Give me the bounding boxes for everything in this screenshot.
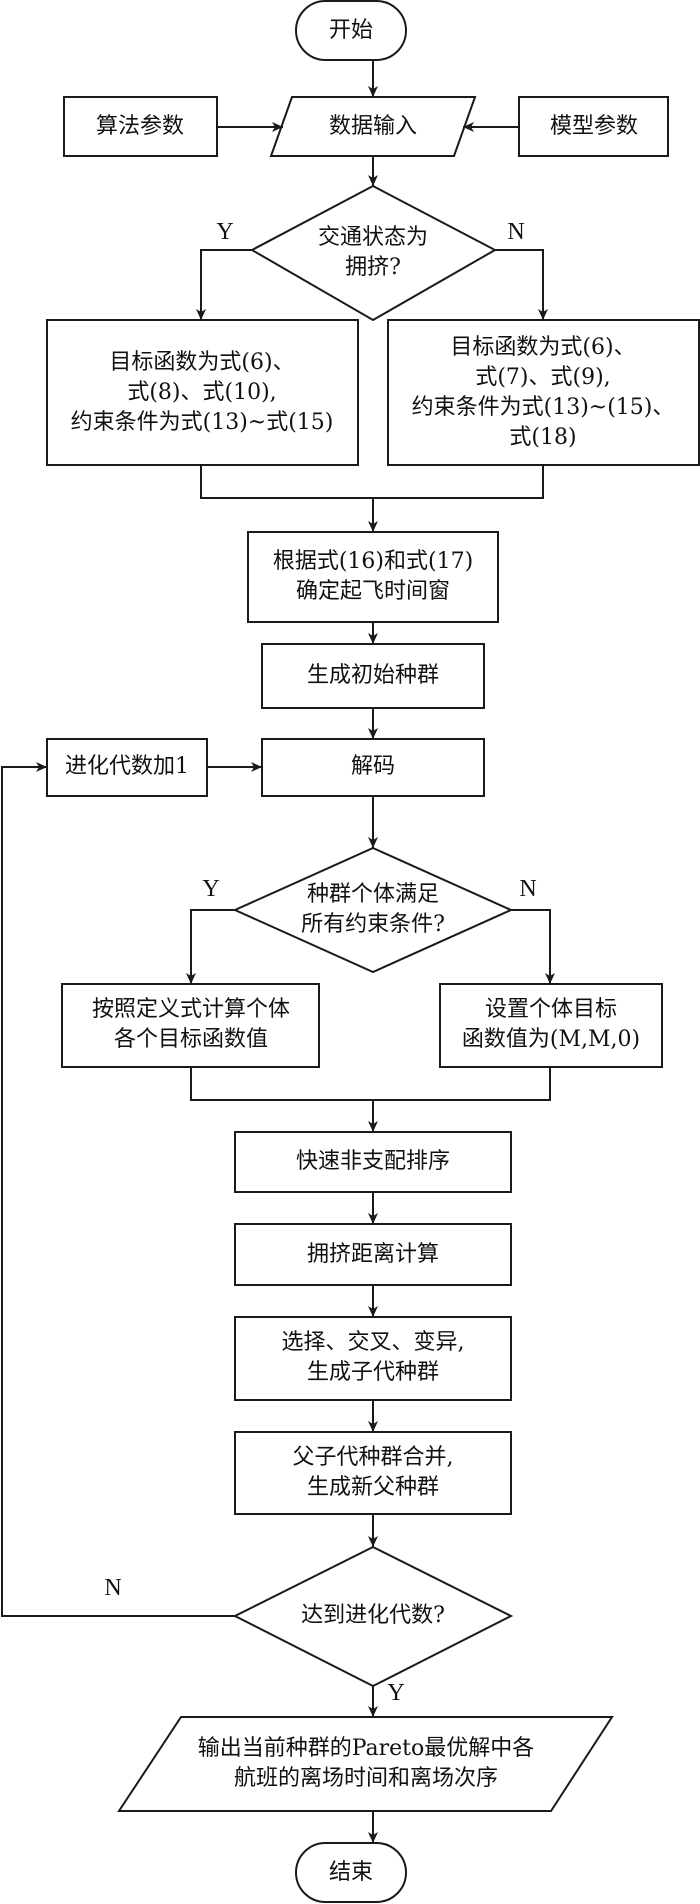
end-label: 结束 [328,1860,374,1885]
congested-line-2: 式(8)、式(10), [127,380,277,405]
nondominated-sort-label: 快速非支配排序 [295,1149,451,1174]
time-window-line-1: 根据式(16)和式(17) [272,549,474,574]
init-population-label: 生成初始种群 [306,663,440,688]
algorithm-params-box [63,96,218,157]
merge-line-2: 生成新父种群 [306,1475,439,1500]
traffic-yes-label: Y [216,219,234,245]
normal-line-1: 目标函数为式(6)、 [450,335,636,360]
constraints-yes-label: Y [202,876,220,902]
constraints-line-1: 种群个体满足 [306,882,440,907]
crowding-distance-box [234,1223,512,1286]
set-penalty-box [439,983,663,1068]
time-window-label: 根据式(16)和式(17) 确定起飞时间窗 [273,547,473,607]
compute-line-2: 各个目标函数值 [113,1027,269,1052]
compute-objectives-label: 按照定义式计算个体 各个目标函数值 [92,995,290,1055]
generations-decision-label: 达到进化代数? [301,1603,445,1628]
genetic-line-1: 选择、交叉、变异, [281,1330,465,1355]
merge-line-middle [190,1067,551,1101]
crowding-distance-label: 拥挤距离计算 [306,1242,440,1267]
arrow-yes-congested [196,249,252,320]
merge-line-1: 父子代种群合并, [292,1445,454,1470]
start-label: 开始 [328,18,374,43]
penalty-line-2: 函数值为(M,M,0) [461,1027,641,1052]
output-line-1: 输出当前种群的Pareto最优解中各 [197,1736,535,1761]
merge-line-top [200,465,544,499]
algorithm-params-label: 算法参数 [95,114,185,139]
start-terminal [295,0,407,61]
output-line-2: 航班的离场时间和离场次序 [233,1766,498,1791]
decode-label: 解码 [350,754,396,779]
output-parallelogram [117,1716,614,1812]
data-input-label: 数据输入 [328,114,418,139]
traffic-decision-line-2: 拥挤? [345,255,401,280]
set-penalty-label: 设置个体目标 函数值为(M,M,0) [462,995,640,1055]
generations-no-label: N [104,1575,122,1601]
penalty-line-1: 设置个体目标 [484,997,618,1022]
arrow-no-normal [495,249,548,320]
genetic-ops-label: 选择、交叉、变异, 生成子代种群 [282,1328,465,1388]
normal-line-2: 式(7)、式(9), [475,365,611,390]
genetic-ops-box [234,1316,512,1401]
congested-line-1: 目标函数为式(6)、 [109,350,295,375]
constraints-decision-diamond [232,846,514,974]
traffic-decision-label: 交通状态为 拥挤? [318,223,428,283]
traffic-no-label: N [507,219,525,245]
end-terminal [295,1842,407,1903]
constraints-line-2: 所有约束条件? [301,912,445,937]
time-window-line-2: 确定起飞时间窗 [295,579,451,604]
congested-branch-label: 目标函数为式(6)、 式(8)、式(10), 约束条件为式(13)~式(15) [71,348,334,438]
traffic-decision-line-1: 交通状态为 [317,225,429,250]
constraints-decision-label: 种群个体满足 所有约束条件? [301,880,445,940]
congested-branch-box [46,319,359,466]
generations-yes-label: Y [387,1680,405,1706]
compute-line-1: 按照定义式计算个体 [91,997,291,1022]
genetic-line-2: 生成子代种群 [306,1360,439,1385]
arrow-no-penalty [511,909,555,984]
output-label: 输出当前种群的Pareto最优解中各 航班的离场时间和离场次序 [198,1734,535,1794]
arrow-yes-compute [186,909,235,984]
normal-branch-label: 目标函数为式(6)、 式(7)、式(9), 约束条件为式(13)~(15)、 式… [412,333,675,453]
merge-label: 父子代种群合并, 生成新父种群 [293,1443,454,1503]
traffic-decision-diamond [249,184,498,322]
data-input-parallelogram [269,96,477,157]
congested-line-3: 约束条件为式(13)~式(15) [70,410,334,435]
model-params-label: 模型参数 [549,114,639,139]
generation-increment-label: 进化代数加1 [65,754,189,779]
arrow-loop-back-no [1,762,235,1617]
compute-objectives-box [61,983,320,1068]
normal-line-3: 约束条件为式(13)~(15)、 [411,395,675,420]
model-params-box [518,96,669,157]
constraints-no-label: N [519,876,537,902]
merge-box [234,1431,512,1515]
normal-line-4: 式(18) [509,425,577,450]
